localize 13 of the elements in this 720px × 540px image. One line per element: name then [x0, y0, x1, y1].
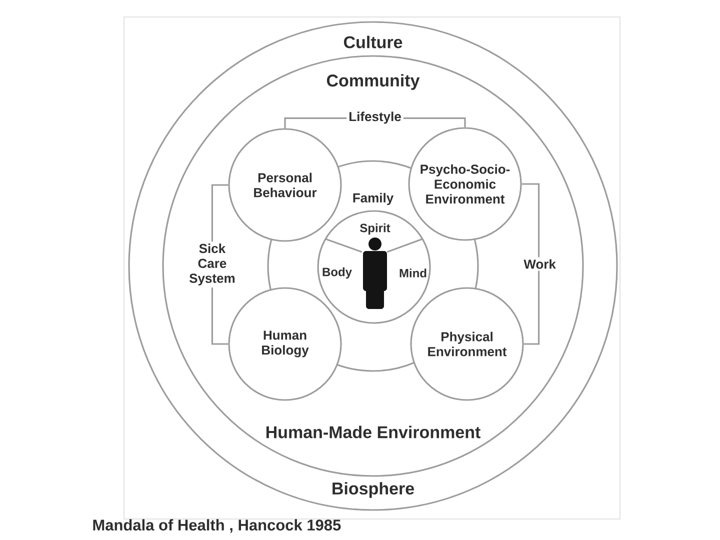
circle-label: Spirit [360, 223, 390, 235]
ring-label: Community [326, 74, 420, 90]
edge-label: Lifestyle [346, 110, 404, 126]
circle-label: Mind [400, 268, 426, 278]
edge-label: Sick Care System [185, 242, 240, 288]
circle-label: Body [322, 267, 352, 279]
caption: Mandala of Health , Hancock 1985 [93, 519, 341, 533]
ring-label: Family [353, 192, 394, 206]
bracket-line [522, 183, 540, 345]
ring-label: Culture [344, 36, 402, 48]
ring-label: Human-Made Environment [266, 426, 480, 438]
ring-label: Biosphere [332, 482, 414, 498]
edge-label: Work [522, 257, 558, 271]
